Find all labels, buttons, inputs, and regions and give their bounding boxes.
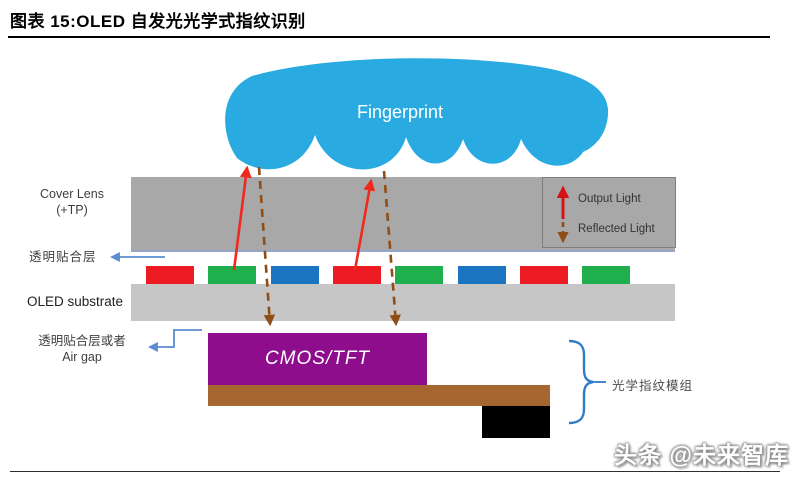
sensor-base-bar [208, 385, 550, 406]
oled-pixel [457, 266, 506, 284]
cover-lens-label: Cover Lens (+TP) [40, 187, 104, 218]
page-title: 图表 15:OLED 自发光光学式指纹识别 [10, 12, 306, 31]
oled-pixel [519, 266, 568, 284]
cmos-tft-label: CMOS/TFT [264, 348, 371, 369]
oled-pixel [582, 266, 631, 284]
adhesive-layer-strip [131, 250, 675, 252]
airgap-arrow-icon [148, 329, 202, 352]
module-brace-icon [568, 339, 594, 425]
cmos-tft-box: CMOS/TFT [208, 333, 427, 385]
watermark: 头条 @未来智库 [614, 442, 789, 468]
oled-substrate-bar [131, 284, 675, 321]
airgap-label: 透明贴合层或者 Air gap [38, 334, 126, 365]
title-underline-rule [8, 36, 770, 38]
connector-block [482, 406, 550, 438]
oled-substrate-label: OLED substrate [27, 294, 124, 309]
oled-pixel [146, 266, 194, 284]
oled-pixel [270, 266, 319, 284]
legend-box [542, 177, 676, 248]
module-label: 光学指纹模组 [612, 379, 694, 393]
fingerprint-label: Fingerprint [356, 102, 444, 122]
oled-pixel [208, 266, 257, 284]
reflected-light-label: Reflected Light [578, 223, 655, 235]
oled-pixel [332, 266, 381, 284]
adhesive-layer-label: 透明贴合层 [29, 250, 97, 264]
output-light-label: Output Light [578, 193, 641, 205]
footer-rule [10, 471, 780, 472]
oled-pixel [395, 266, 444, 284]
